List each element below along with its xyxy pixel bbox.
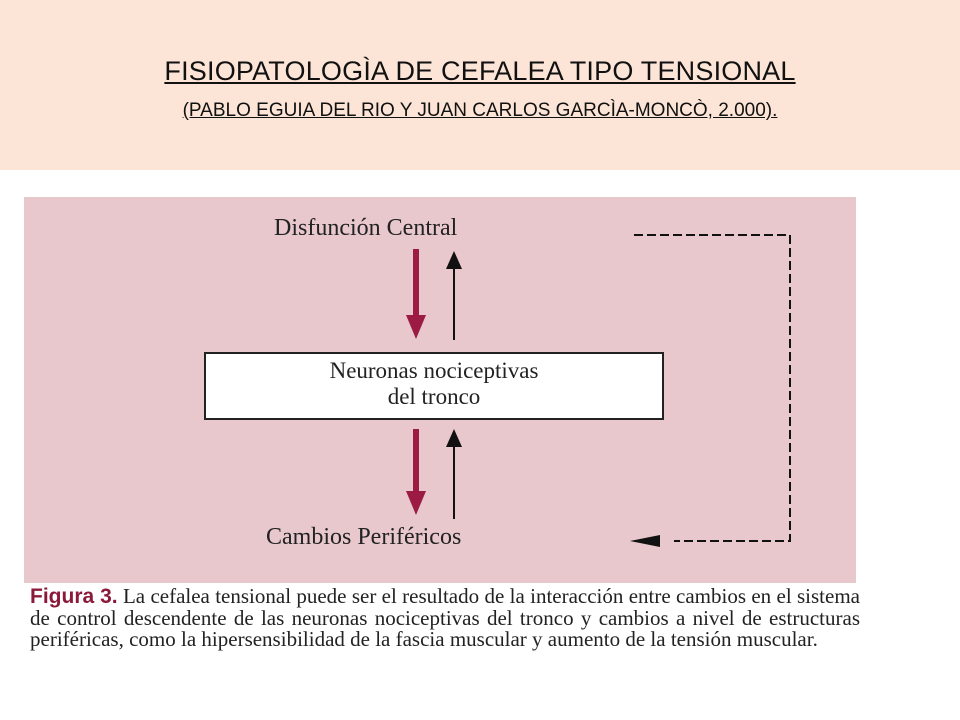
feedback-arrow-head [630, 535, 660, 547]
slide-title: FISIOPATOLOGÌA DE CEFALEA TIPO TENSIONAL [164, 56, 796, 86]
slide-header: FISIOPATOLOGÌA DE CEFALEA TIPO TENSIONAL… [0, 0, 960, 170]
up-arrow-top-head [446, 251, 462, 269]
node-brainstem-neurons: Neuronas nociceptivas del tronco [204, 352, 664, 420]
slide-subtitle: (PABLO EGUIA DEL RIO Y JUAN CARLOS GARCÌ… [182, 100, 778, 121]
diagram-arrows [406, 234, 791, 547]
node-peripheral-changes: Cambios Periféricos [266, 524, 462, 550]
node-central-dysfunction: Disfunción Central [274, 215, 458, 241]
down-arrow-top-head [406, 315, 426, 339]
node-brainstem-line2: del tronco [387, 384, 481, 409]
dashed-feedback-loop [634, 234, 791, 542]
node-brainstem-line1: Neuronas nociceptivas [329, 358, 539, 383]
caption-label: Figura 3. [30, 585, 118, 608]
up-arrow-bottom-head [446, 429, 462, 447]
figure-caption: Figura 3. La cefalea tensional puede ser… [30, 584, 860, 651]
down-arrow-bottom-head [406, 491, 426, 515]
caption-text: La cefalea tensional puede ser el result… [30, 584, 860, 651]
diagram-figure: Disfunción Central Neuronas nociceptivas… [24, 197, 856, 583]
